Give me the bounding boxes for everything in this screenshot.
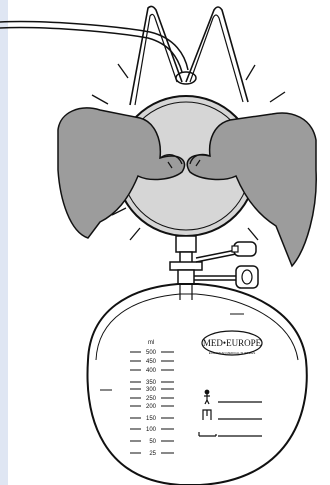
scale-mark-25: 25 [149, 451, 156, 457]
drainage-tube [0, 22, 188, 70]
drain-tap [236, 266, 258, 288]
scale-mark-500: 500 [146, 350, 157, 356]
scale-mark-150: 150 [146, 416, 157, 422]
scale-mark-100: 100 [146, 427, 157, 433]
scale-unit: ml [148, 340, 154, 346]
brand-subtext: EUROPEAN MEDICAL SUPPLIES [209, 351, 255, 355]
scale-mark-400: 400 [146, 368, 157, 374]
scale-mark-350: 350 [146, 380, 157, 386]
scale-mark-300: 300 [146, 387, 157, 393]
scale-mark-50: 50 [149, 439, 156, 445]
scale-mark-250: 250 [146, 396, 157, 402]
brand-logo-text: MED•EUROPE [203, 338, 262, 348]
outlet-connector [176, 236, 196, 252]
scale-mark-200: 200 [146, 404, 157, 410]
scale-mark-450: 450 [146, 359, 157, 365]
